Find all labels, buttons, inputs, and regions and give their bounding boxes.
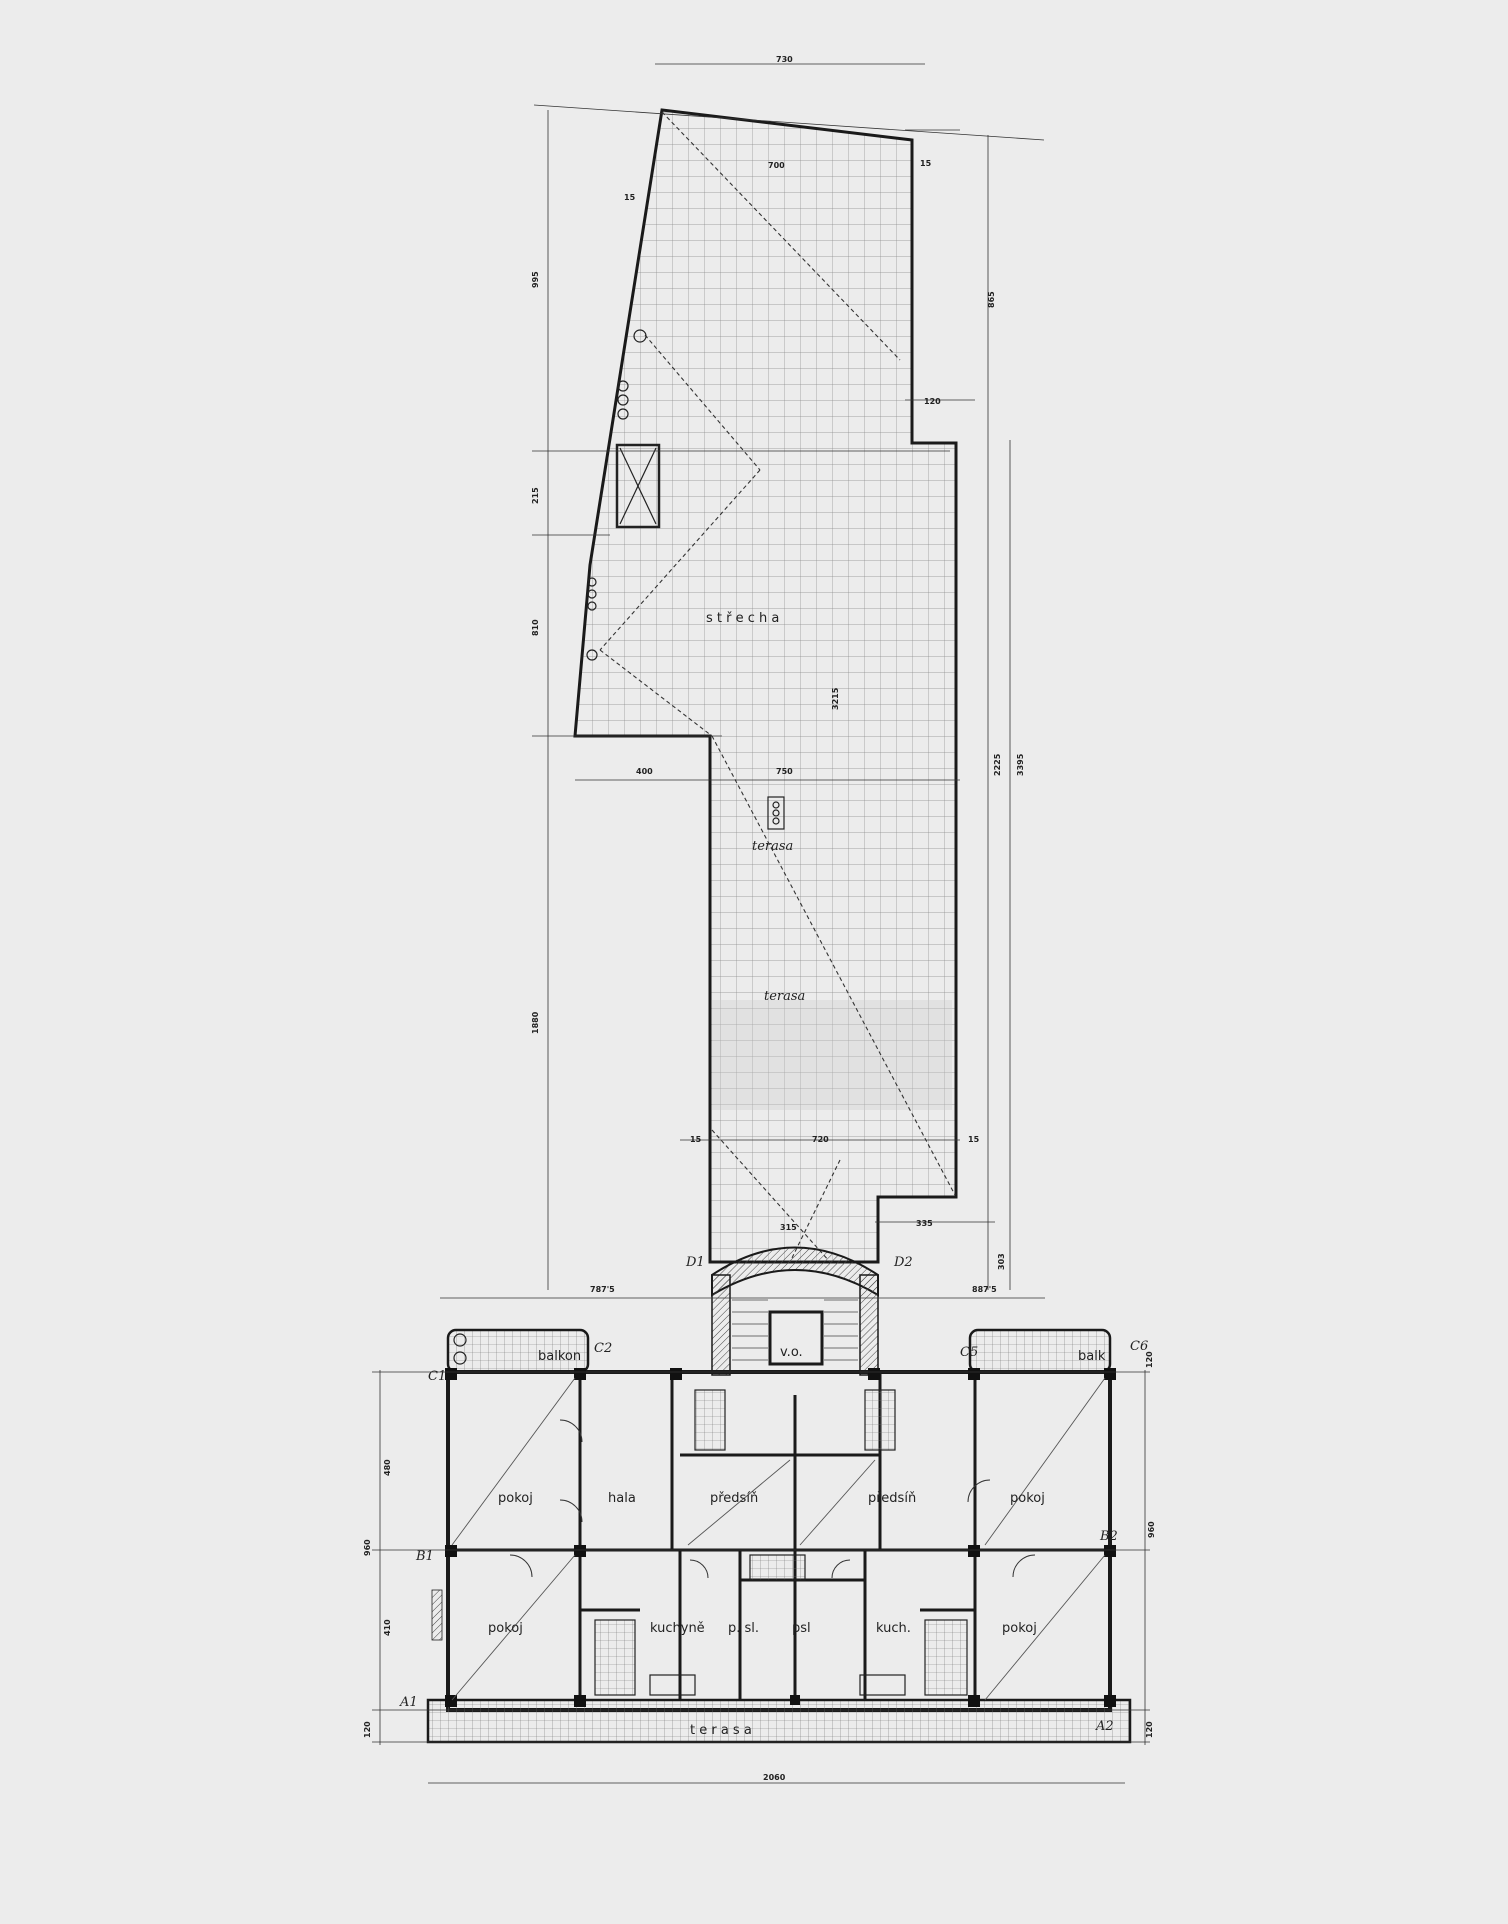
stair-tower (711, 1246, 879, 1376)
dim-step-750: 750 (776, 767, 793, 776)
label-terasa-upper: terasa (752, 839, 793, 854)
shaded-zone (712, 1000, 952, 1110)
dim-wing-right: 887'5 (972, 1285, 997, 1294)
dim-low-720: 720 (812, 1135, 829, 1144)
label-strecha: s t ř e c h a (706, 611, 779, 626)
interior-walls (448, 1372, 1110, 1700)
label-pokoj-upper-right: pokoj (1010, 1491, 1045, 1506)
mark-d2: D2 (893, 1255, 913, 1270)
room-labels: s t ř e c h a terasa terasa balkon balk … (488, 611, 1106, 1738)
label-psl-left: p. sl. (728, 1621, 759, 1636)
skylight (615, 443, 661, 529)
dim-left-215: 215 (531, 487, 540, 504)
mark-b2: B2 (1099, 1529, 1118, 1544)
dim-right-2225: 2225 (993, 753, 1002, 776)
mark-b1: B1 (415, 1549, 434, 1564)
dim-low-15-right: 15 (968, 1135, 980, 1144)
label-vo: v.o. (780, 1345, 803, 1360)
sketch-diagonals (451, 1377, 1106, 1701)
label-pokoj-lower-left: pokoj (488, 1621, 523, 1636)
dim-stair-303: 303 (997, 1253, 1006, 1270)
dim-notch-120: 120 (924, 397, 941, 406)
fixtures (594, 1389, 968, 1696)
label-predsin-left: předsíň (710, 1491, 758, 1506)
stair-treads (732, 1299, 858, 1361)
roof-terrace (532, 63, 1045, 1290)
label-pokoj-lower-right: pokoj (1002, 1621, 1037, 1636)
dim-right-3395: 3395 (1016, 753, 1025, 776)
stair-wall-left (711, 1274, 731, 1376)
mark-a2: A2 (1095, 1719, 1114, 1734)
dim-roof-right-15: 15 (920, 159, 932, 168)
label-terasa-bottom: t e r a s a (690, 1723, 752, 1738)
mark-c2: C2 (594, 1341, 612, 1356)
dim-mid-3215: 3215 (831, 687, 840, 710)
drainage-lines (599, 111, 956, 1263)
dim-left-1880: 1880 (531, 1011, 540, 1034)
dimension-labels: 730 700 15 15 995 865 120 215 810 3215 2… (363, 55, 1156, 1782)
dim-right-960: 960 (1147, 1521, 1156, 1538)
terrace-bottom (426, 1698, 1132, 1744)
elevator-shaft (768, 1310, 824, 1366)
label-pokoj-upper-left: pokoj (498, 1491, 533, 1506)
label-predsin-right: předsíň (868, 1491, 916, 1506)
dim-right-120-top: 120 (1145, 1351, 1154, 1368)
dim-left-960: 960 (363, 1539, 372, 1556)
mark-c5: C5 (960, 1345, 978, 1360)
roof-fixtures (586, 329, 785, 830)
dim-wing-left: 787'5 (590, 1285, 615, 1294)
stair-wall-right (859, 1274, 879, 1376)
dim-roof-left-15: 15 (624, 193, 636, 202)
label-balkon-left: balkon (538, 1349, 581, 1364)
dim-left-120: 120 (363, 1721, 372, 1738)
apartment-floor (372, 1297, 1150, 1784)
dim-top-inner: 700 (768, 161, 785, 170)
apartment-outline (446, 1370, 1112, 1712)
apartment-dimension-lines (372, 1297, 1150, 1784)
roof-grid-area (573, 108, 958, 1264)
dim-left-995: 995 (531, 271, 540, 288)
section-marks: A1 A2 B1 B2 C1 C2 C5 C6 D1 D2 (399, 1255, 1148, 1734)
mark-d1: D1 (685, 1255, 705, 1270)
dim-left-480: 480 (383, 1459, 392, 1476)
dim-right-865: 865 (987, 291, 996, 308)
balcony-planters (453, 1333, 467, 1365)
label-hala: hala (608, 1491, 636, 1506)
dim-stair-335: 335 (916, 1219, 933, 1228)
dim-right-120-bottom: 120 (1145, 1721, 1154, 1738)
label-psl-right: psl (792, 1621, 811, 1636)
dim-left-410: 410 (383, 1619, 392, 1636)
dim-total-width: 2060 (763, 1773, 786, 1782)
roof-dimension-lines (532, 63, 1045, 1290)
mark-a1: A1 (399, 1695, 418, 1710)
dim-top-width: 730 (776, 55, 793, 64)
left-wall-hatch (431, 1589, 443, 1641)
label-balkon-right: balk (1078, 1349, 1106, 1364)
dim-low-15-left: 15 (690, 1135, 702, 1144)
mark-c1: C1 (428, 1369, 446, 1384)
dim-stair-315: 315 (780, 1223, 797, 1232)
label-kuchyne: kuchyně (650, 1621, 705, 1636)
mark-c6: C6 (1130, 1339, 1148, 1354)
dim-left-810: 810 (531, 619, 540, 636)
label-terasa-lower: terasa (764, 989, 805, 1004)
structural-columns (445, 1368, 1116, 1707)
door-swings (509, 1419, 1036, 1579)
dim-step-400: 400 (636, 767, 653, 776)
label-kuch: kuch. (876, 1621, 911, 1636)
